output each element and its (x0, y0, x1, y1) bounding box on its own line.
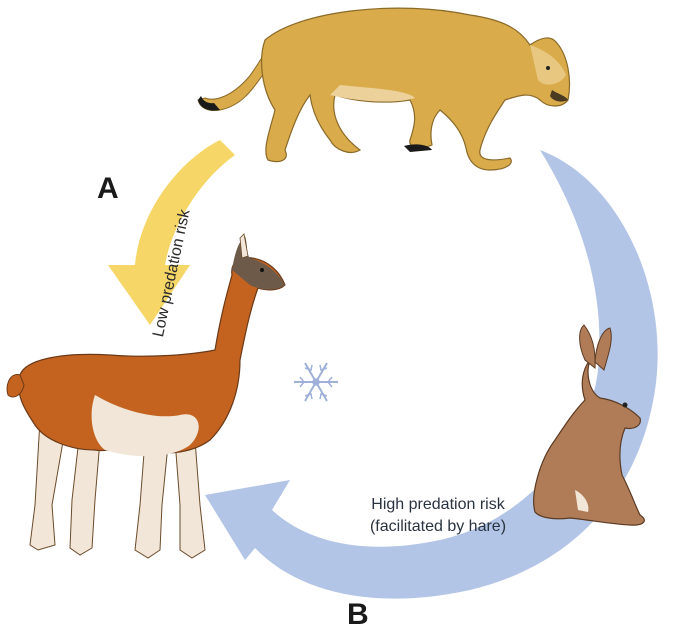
label-a: A (97, 172, 119, 205)
label-b: B (347, 598, 369, 631)
high-predation-risk-line2: (facilitated by hare) (369, 518, 507, 535)
high-predation-risk-line1: High predation risk (371, 496, 505, 513)
guanaco-illustration (6, 233, 286, 559)
low-risk-arrow (108, 140, 235, 325)
snowflake-icon (294, 362, 338, 402)
high-predation-risk-label: High predation risk (facilitated by hare… (348, 494, 528, 538)
puma-illustration (197, 7, 571, 171)
hare-illustration (533, 324, 645, 526)
